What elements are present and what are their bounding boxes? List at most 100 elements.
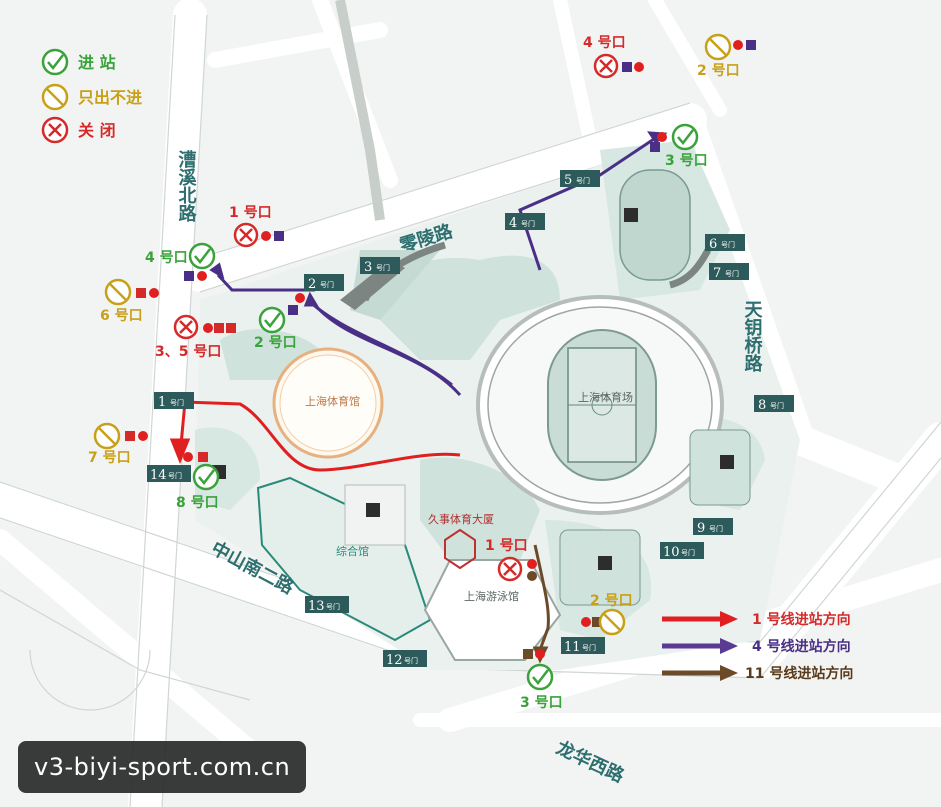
- svg-text:关 闭: 关 闭: [78, 121, 116, 140]
- route-legend-line-4: 4 号线进站方向: [662, 638, 851, 655]
- svg-text:3 号口: 3 号口: [520, 695, 563, 711]
- legend-closed-icon: [41, 116, 69, 144]
- svg-text:13: 13: [308, 599, 325, 614]
- svg-text:号门: 号门: [709, 524, 723, 533]
- metro-badge-icon: [288, 293, 305, 315]
- svg-text:2 号口: 2 号口: [590, 593, 633, 609]
- svg-text:12: 12: [386, 653, 403, 668]
- metro-badge-icon: [125, 431, 148, 441]
- route-legend-line-1: 1 号线进站方向: [662, 611, 851, 628]
- inner-path-6: [668, 248, 712, 289]
- svg-text:3、5 号口: 3、5 号口: [155, 344, 221, 360]
- svg-text:6 号口: 6 号口: [100, 308, 143, 324]
- venue-stadium: 上海体育场: [578, 390, 633, 404]
- gate-sign: 3 号门: [360, 257, 400, 275]
- closed-icon: [173, 314, 199, 340]
- svg-text:2 号口: 2 号口: [254, 335, 297, 351]
- svg-text:8: 8: [758, 398, 766, 413]
- legend-enter-icon: [41, 48, 69, 76]
- venue-swimming: 上海游泳馆: [464, 589, 519, 603]
- svg-text:号门: 号门: [521, 219, 535, 228]
- svg-text:1 号口: 1 号口: [485, 538, 528, 554]
- stadium: [476, 295, 724, 515]
- enter-icon: [526, 663, 554, 691]
- svg-text:号门: 号门: [582, 643, 596, 652]
- svg-text:4: 4: [509, 216, 517, 231]
- metro-badge-icon: [183, 452, 208, 462]
- metro-badge-icon: [203, 323, 236, 333]
- legend-exit-only-icon: [41, 83, 69, 111]
- metro-badge-icon: [650, 132, 667, 152]
- route-legend-line-11: 11 号线进站方向: [662, 665, 853, 682]
- venue-labels: 上海体育场 上海体育馆 上海游泳馆 久事体育大厦 综合馆: [305, 390, 633, 603]
- svg-text:号门: 号门: [326, 602, 340, 611]
- metro-badge-icon: [136, 288, 159, 298]
- exit-only-icon: [598, 608, 626, 636]
- hotel-marker: [444, 528, 476, 570]
- svg-text:4 号口: 4 号口: [145, 250, 188, 266]
- exit-only-icon: [104, 278, 132, 306]
- venue-hotel: 久事体育大厦: [428, 512, 494, 526]
- metro-badge-icon: [184, 271, 207, 281]
- station-exits: 1 号口 4 号口 6 号口 3、5 号口 2 号口 7 号口 8 号口 4 号…: [88, 33, 756, 711]
- svg-text:只出不进: 只出不进: [78, 88, 142, 107]
- svg-text:号门: 号门: [770, 401, 784, 410]
- road-label-longhua: 龙华西路: [553, 737, 628, 788]
- svg-text:号门: 号门: [681, 548, 695, 557]
- svg-text:6: 6: [709, 237, 717, 252]
- svg-text:3 号口: 3 号口: [665, 153, 708, 169]
- svg-text:1 号线进站方向: 1 号线进站方向: [752, 611, 851, 628]
- gate-sign: 2 号门: [304, 274, 344, 292]
- elevated-road: [335, 0, 385, 221]
- road-label-tianyao: 天钥桥路: [742, 300, 763, 373]
- enter-icon: [192, 463, 220, 491]
- venue-complex: 综合馆: [336, 544, 369, 558]
- gate-sign: 6 号门: [705, 234, 745, 252]
- svg-text:号门: 号门: [320, 280, 334, 289]
- gate-sign: 4 号门: [505, 213, 545, 231]
- svg-text:1 号口: 1 号口: [229, 205, 272, 221]
- metro-badge-icon: [527, 559, 537, 581]
- svg-text:3: 3: [364, 260, 372, 275]
- watermark-text: v3-biyi-sport.com.cn: [34, 753, 291, 781]
- svg-text:7 号口: 7 号口: [88, 450, 131, 466]
- enter-icon: [188, 242, 216, 270]
- closed-icon: [233, 222, 259, 248]
- line-4-route: [209, 131, 668, 396]
- complex-hall: [256, 476, 432, 642]
- svg-text:进 站: 进 站: [78, 53, 116, 72]
- exit-only-icon: [704, 33, 732, 61]
- svg-text:号门: 号门: [576, 176, 590, 185]
- svg-text:号门: 号门: [725, 269, 739, 278]
- venue-gymnasium: 上海体育馆: [305, 394, 360, 408]
- svg-text:号门: 号门: [168, 471, 182, 480]
- gate-sign: 5 号门: [560, 170, 600, 188]
- svg-text:2 号口: 2 号口: [697, 63, 740, 79]
- svg-text:2: 2: [308, 277, 316, 292]
- metro-badge-icon: [581, 617, 602, 627]
- road-label-caoxi: 漕溪北路: [176, 149, 197, 223]
- svg-text:号门: 号门: [721, 240, 735, 249]
- svg-text:5: 5: [564, 173, 572, 188]
- svg-text:11 号线进站方向: 11 号线进站方向: [745, 665, 853, 682]
- closed-icon: [497, 556, 523, 582]
- route-legend: 1 号线进站方向 4 号线进站方向 11 号线进站方向: [662, 611, 853, 682]
- svg-text:号门: 号门: [404, 656, 418, 665]
- enter-icon: [258, 306, 286, 334]
- metro-badge-icon: [523, 649, 545, 659]
- svg-text:号门: 号门: [376, 263, 390, 272]
- gymnasium: [272, 347, 384, 459]
- svg-text:号门: 号门: [170, 398, 184, 407]
- svg-text:8 号口: 8 号口: [176, 495, 219, 511]
- svg-text:4 号口: 4 号口: [583, 35, 626, 51]
